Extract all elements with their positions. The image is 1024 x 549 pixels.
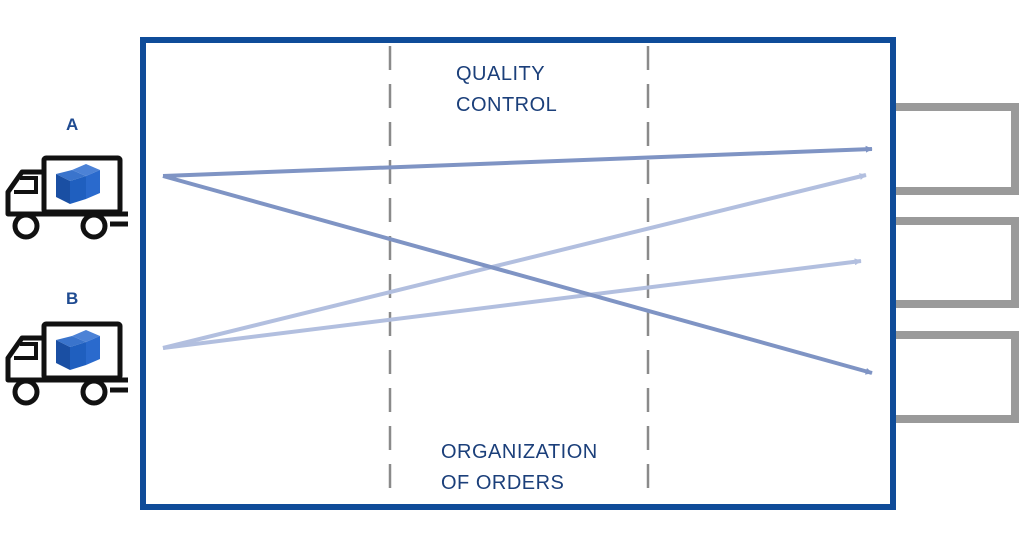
zone-label-quality-line1: QUALITY <box>456 63 545 85</box>
loading-docks <box>895 103 1019 423</box>
truck-a-label: A <box>66 115 78 134</box>
flow-arrow-b-to-middle <box>162 258 862 350</box>
delivery-truck-icon <box>5 321 128 406</box>
package-box-icon <box>56 164 100 204</box>
flow-arrow-a-to-bottom <box>162 174 873 375</box>
dock-bay-middle <box>895 217 1019 308</box>
truck-b <box>5 321 128 406</box>
package-box-icon <box>56 330 100 370</box>
dock-bay-top <box>895 103 1019 195</box>
truck-b-label: B <box>66 289 78 308</box>
delivery-truck-icon <box>5 155 128 240</box>
flow-arrow-b-to-top <box>162 173 867 350</box>
flow-arrow-a-to-top <box>162 145 873 178</box>
zone-label-orders-line1: ORGANIZATION <box>441 441 598 463</box>
dock-bay-bottom <box>895 331 1019 423</box>
truck-a <box>5 155 128 240</box>
zone-label-orders-line2: OF ORDERS <box>441 472 564 494</box>
zone-label-quality-line2: CONTROL <box>456 94 557 116</box>
